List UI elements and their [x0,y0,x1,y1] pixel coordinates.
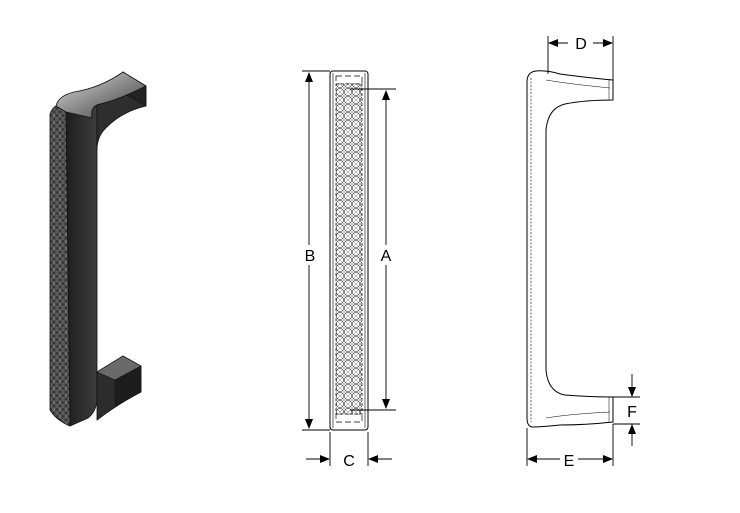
front-view [302,70,396,466]
side-view [526,36,640,466]
dimension-a [350,88,396,411]
dimension-label-c: C [343,453,355,470]
front-view-knurl-pattern [335,83,363,415]
front-view-outline [329,70,369,431]
dimension-c [306,432,392,466]
dimension-label-a: A [381,248,392,265]
dimension-label-b: B [305,248,316,265]
handle-knurled-face [49,105,71,427]
dimension-d [547,36,614,80]
dimension-e [526,424,614,466]
dimension-f [613,374,640,446]
handle-side-face [65,103,98,427]
front-view-bottom-cap [335,413,363,423]
side-view-outline [526,70,614,428]
front-view-top-cap [335,75,363,85]
dimension-label-d: D [575,36,587,53]
isometric-handle-view [49,71,147,427]
dimension-b [302,70,330,431]
dimension-label-f: F [627,404,637,421]
dimension-label-e: E [564,453,575,470]
